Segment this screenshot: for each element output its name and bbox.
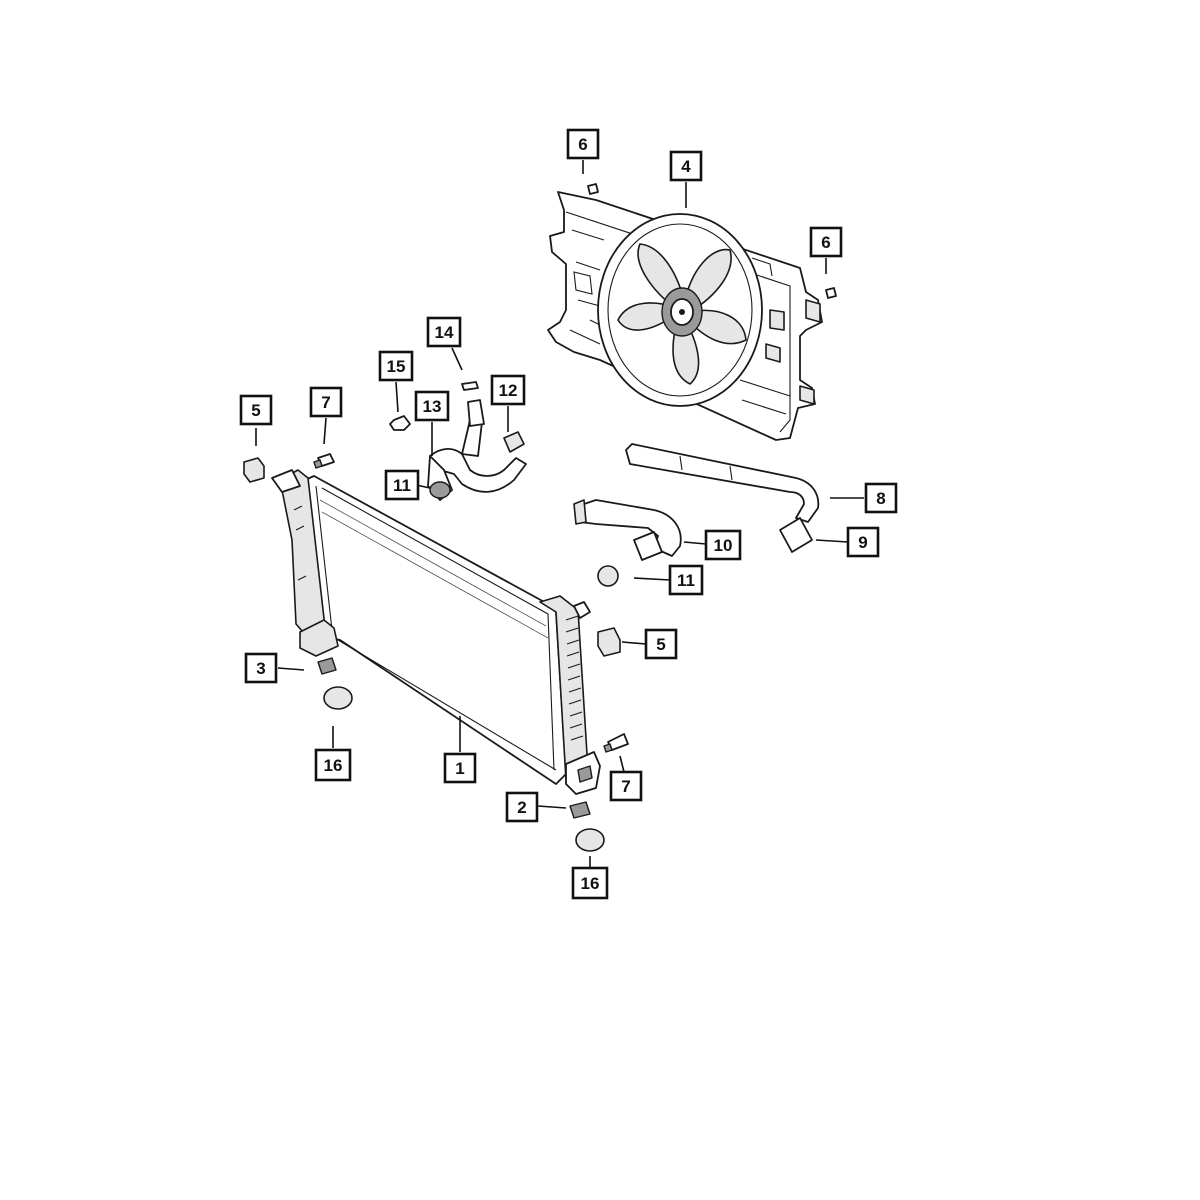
cap-lower-left — [323, 686, 353, 710]
callout-number: 7 — [621, 777, 630, 796]
callout-number: 6 — [821, 233, 830, 252]
callout-number: 10 — [714, 536, 733, 555]
isolator-lower-right — [569, 801, 591, 819]
hose-clamp-upper — [429, 481, 451, 499]
callout-number: 16 — [581, 874, 600, 893]
callout-number: 12 — [499, 381, 518, 400]
callout-3: 3 — [244, 652, 278, 684]
clip-14 — [461, 381, 479, 391]
callout-15: 15 — [378, 350, 414, 382]
callout-number: 2 — [517, 798, 526, 817]
callout-number: 11 — [677, 571, 695, 590]
callout-12: 12 — [490, 374, 526, 406]
callout-number: 16 — [324, 756, 343, 775]
callout-8: 8 — [864, 482, 898, 514]
callout-number: 15 — [387, 357, 406, 376]
callout-14: 14 — [426, 316, 462, 348]
fan-shroud-assembly — [547, 191, 823, 441]
callout-number: 9 — [858, 533, 867, 552]
callout-number: 11 — [393, 476, 411, 495]
coolant-hose-end — [779, 517, 813, 553]
callout-number: 6 — [578, 135, 587, 154]
callout-13: 13 — [414, 390, 450, 422]
sensor-lower-right — [603, 733, 629, 753]
callout-7-top: 7 — [309, 386, 343, 418]
callout-6-top: 6 — [566, 128, 600, 160]
callout-number: 3 — [256, 659, 265, 678]
callout-number: 5 — [251, 401, 260, 420]
callout-9: 9 — [846, 526, 880, 558]
callout-11-lower: 11 — [668, 564, 704, 596]
cap-lower-right — [575, 828, 605, 852]
bracket-right — [597, 627, 621, 657]
callout-5-left: 5 — [239, 394, 273, 426]
lower-hose — [573, 499, 682, 561]
callout-number: 4 — [681, 157, 691, 176]
callout-5-right: 5 — [644, 628, 678, 660]
pin-right — [825, 287, 837, 299]
callout-16-right: 16 — [571, 866, 609, 900]
callout-2: 2 — [505, 791, 539, 823]
callout-number: 14 — [435, 323, 454, 342]
bracket-upper-left — [243, 457, 265, 483]
callout-number: 7 — [321, 393, 330, 412]
callout-4: 4 — [669, 150, 703, 182]
nut-15 — [389, 415, 411, 431]
callout-7-bottom: 7 — [609, 770, 643, 802]
radiator — [271, 469, 601, 795]
callout-number: 1 — [455, 759, 464, 778]
leader-lines — [255, 160, 864, 868]
isolator-lower-left — [317, 657, 337, 675]
callout-6-right: 6 — [809, 226, 843, 258]
callout-16-left: 16 — [314, 748, 352, 782]
callout-number: 13 — [423, 397, 442, 416]
callout-10: 10 — [704, 529, 742, 561]
callout-number: 5 — [656, 635, 665, 654]
callout-number: 8 — [876, 489, 885, 508]
hose-clamp-lower — [597, 565, 619, 587]
pin-top — [587, 183, 599, 195]
callout-1: 1 — [443, 752, 477, 784]
callout-11-upper: 11 — [384, 469, 420, 501]
sensor-upper-left — [313, 453, 335, 469]
